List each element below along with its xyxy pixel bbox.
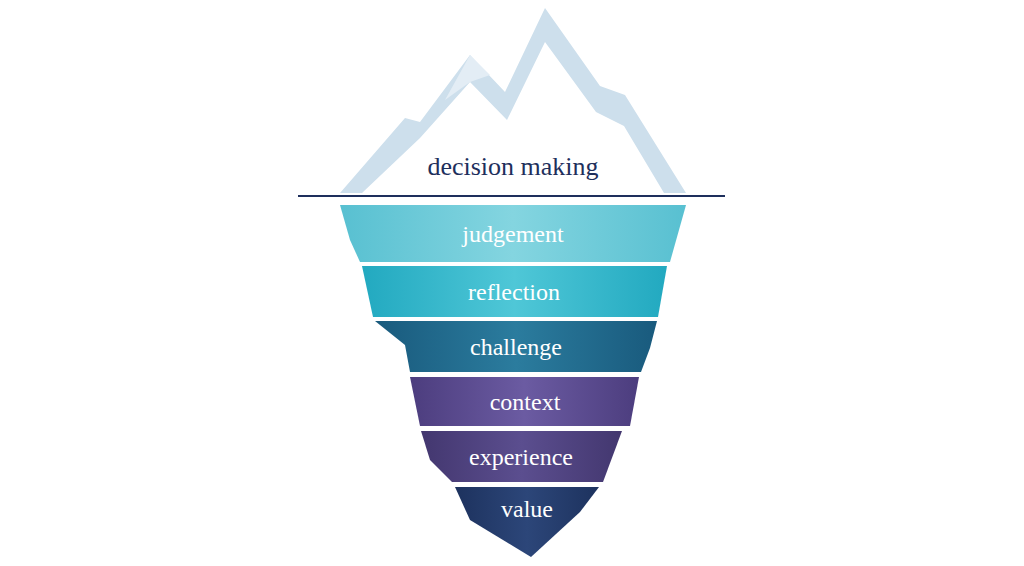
ice-peaks — [340, 8, 686, 193]
iceberg-band: challenge — [372, 321, 660, 373]
band-fill — [340, 205, 686, 262]
ice-facet — [445, 55, 490, 100]
band-fill — [375, 321, 657, 372]
band-fill — [455, 487, 599, 557]
waterline — [298, 195, 725, 197]
band-fill — [410, 377, 639, 426]
band-fill — [421, 431, 622, 482]
iceberg-band: reflection — [358, 266, 670, 318]
band-fill — [362, 266, 667, 317]
band-label: judgement — [462, 221, 563, 248]
band-label: challenge — [470, 334, 562, 361]
band-label: experience — [469, 444, 573, 471]
iceberg-band: experience — [418, 431, 624, 483]
iceberg-band: value — [452, 487, 602, 559]
iceberg-band: context — [408, 377, 642, 427]
band-label: value — [501, 496, 553, 523]
iceberg-band: judgement — [338, 205, 688, 263]
ice-face — [362, 42, 664, 193]
band-label: reflection — [468, 279, 560, 306]
summit-label: decision making — [427, 152, 598, 182]
band-label: context — [490, 389, 561, 416]
iceberg-tip: decision making — [336, 4, 690, 196]
